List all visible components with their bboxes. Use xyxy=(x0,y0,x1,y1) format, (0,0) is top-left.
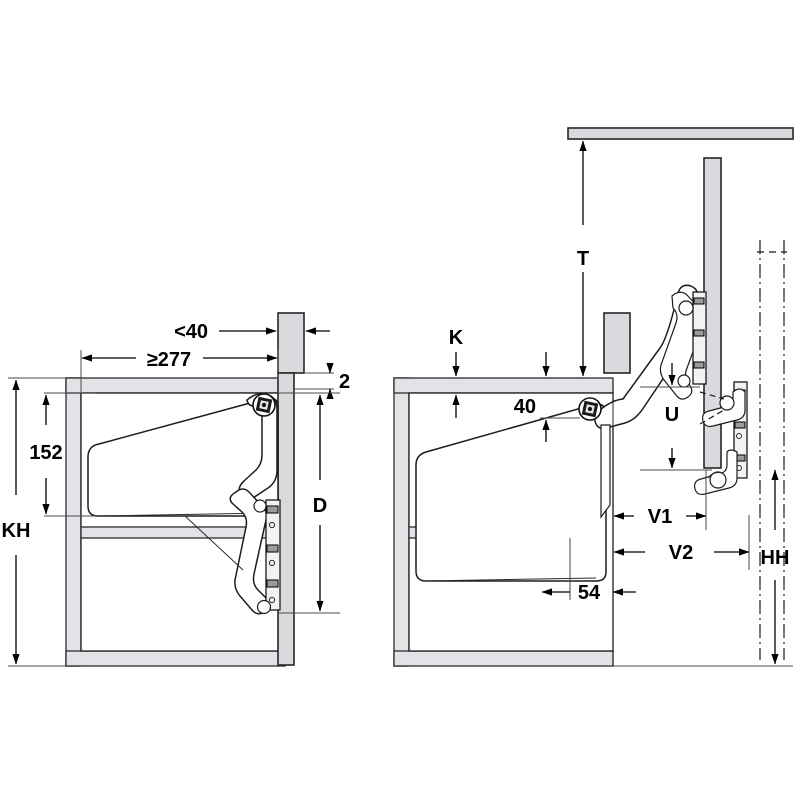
right-view-pivot-b xyxy=(677,374,691,388)
dim-projection-one: V1 xyxy=(613,470,707,530)
left-view-strut xyxy=(184,515,244,571)
right-view-flap-tongue xyxy=(600,424,611,519)
right-view-group: T K 40 U xyxy=(393,127,794,667)
left-view-plate-hole-3 xyxy=(268,596,276,604)
left-view-plate-hole-2 xyxy=(268,559,276,567)
dim-top-overhang: <40 xyxy=(174,321,330,343)
right-view-upper-bracket xyxy=(692,291,707,385)
dim-projection-two: V2 xyxy=(613,515,750,570)
dim-door-clearance: 54 xyxy=(541,538,636,604)
right-view-ceiling xyxy=(567,127,794,140)
dim-label-flap-height: 152 xyxy=(29,442,62,464)
left-view-flap-edge xyxy=(95,512,269,517)
right-view-flap-edge xyxy=(423,577,597,582)
right-view-upper-bracket-slot-3 xyxy=(693,361,705,369)
dim-label-projection-two: V2 xyxy=(669,542,693,564)
dim-hinge-offset: 40 xyxy=(514,352,580,442)
right-view-ghost-link-2 xyxy=(699,409,725,425)
dim-label-top-gap: 2 xyxy=(339,371,350,393)
right-view-lower-detail-arm xyxy=(694,449,738,496)
dim-label-hinge-offset: 40 xyxy=(514,396,536,418)
right-view-top-front-panel xyxy=(603,312,631,374)
dim-label-top-panel-thickness: K xyxy=(449,327,464,349)
right-view-left-upright xyxy=(393,377,410,667)
dim-fitting-depth: D xyxy=(278,392,340,614)
left-view-left-upright xyxy=(65,377,82,667)
right-view-upper-bracket-slot-1 xyxy=(693,297,705,305)
right-view-bracket-hole-1 xyxy=(736,433,742,439)
left-view-top-front-panel xyxy=(277,312,305,374)
dim-carcase-height: KH xyxy=(2,377,66,667)
dim-label-handle-height: HH xyxy=(761,547,790,569)
right-view-pivot-c xyxy=(719,395,735,411)
left-view-plate-hole-1 xyxy=(268,521,276,529)
right-view-pivot-d xyxy=(709,471,727,489)
dim-flap-height: 152 xyxy=(29,392,96,517)
dim-label-top-overhang: <40 xyxy=(174,321,208,343)
left-view-top-panel xyxy=(65,377,286,394)
dim-min-depth: ≥277 xyxy=(80,349,279,392)
left-view-plate-slot-2 xyxy=(266,544,279,553)
left-view-pivot-lower xyxy=(256,599,272,615)
left-view-group: <40 ≥277 2 xyxy=(2,312,350,667)
right-view-bottom-panel xyxy=(393,650,614,667)
dim-label-min-depth: ≥277 xyxy=(147,349,191,371)
dim-label-carcase-height: KH xyxy=(2,520,31,542)
right-view-flap xyxy=(415,403,607,582)
dim-handle-height: HH xyxy=(761,469,790,665)
right-view-upper-bracket-slot-2 xyxy=(693,329,705,337)
left-view-pivot-upper xyxy=(253,499,267,513)
right-view-top-panel xyxy=(393,377,614,394)
dim-ceiling-clearance: T xyxy=(577,140,589,377)
right-view-pivot-a xyxy=(678,300,694,316)
left-view-adjuster xyxy=(252,393,276,417)
left-view-mounting-plate xyxy=(265,499,281,611)
left-view-plate-slot-1 xyxy=(266,505,279,514)
dim-label-projection-one: V1 xyxy=(648,506,672,528)
dim-overlay: U xyxy=(640,363,712,471)
right-view-lower-bracket-slot-2 xyxy=(734,421,746,429)
dim-label-ceiling-clearance: T xyxy=(577,248,589,270)
dim-label-overlay: U xyxy=(665,404,679,426)
dim-label-door-clearance: 54 xyxy=(578,582,601,604)
dim-top-panel-thickness: K xyxy=(449,327,464,418)
dim-top-gap: 2 xyxy=(294,363,350,399)
right-view-detail-curve xyxy=(707,472,723,479)
right-view-ghost-link-1 xyxy=(699,391,725,400)
right-view-adjuster xyxy=(578,397,602,421)
dim-label-fitting-depth: D xyxy=(313,495,327,517)
left-view-plate-slot-3 xyxy=(266,579,279,588)
left-view-bottom-panel xyxy=(65,650,286,667)
